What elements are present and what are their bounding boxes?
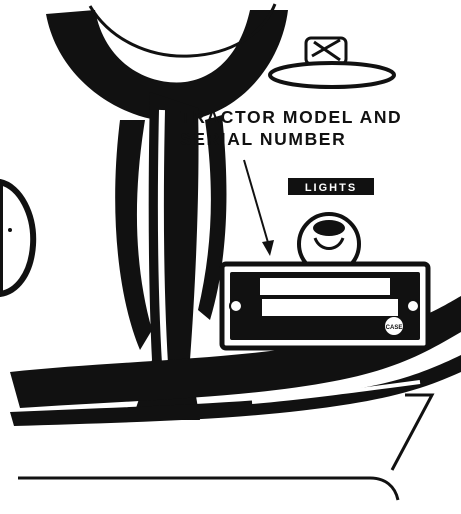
serial-number-plate bbox=[219, 261, 431, 351]
callout-line-1: TRACTOR MODEL AND bbox=[180, 107, 403, 127]
lights-label-plate bbox=[288, 178, 374, 195]
lights-label: LIGHTS bbox=[305, 182, 357, 194]
gauge bbox=[0, 178, 37, 298]
steering-wheel-spoke bbox=[115, 120, 152, 350]
steering-column bbox=[132, 92, 200, 420]
callout-label: TRACTOR MODEL AND SERIAL NUMBER bbox=[180, 106, 402, 150]
toggle-switch bbox=[268, 36, 396, 89]
callout-line-2: SERIAL NUMBER bbox=[180, 129, 347, 149]
dashboard-panel bbox=[10, 296, 461, 408]
plate-logo: CASE bbox=[386, 325, 403, 331]
steering-wheel-rim bbox=[46, 10, 288, 122]
callout-arrow bbox=[243, 159, 274, 256]
